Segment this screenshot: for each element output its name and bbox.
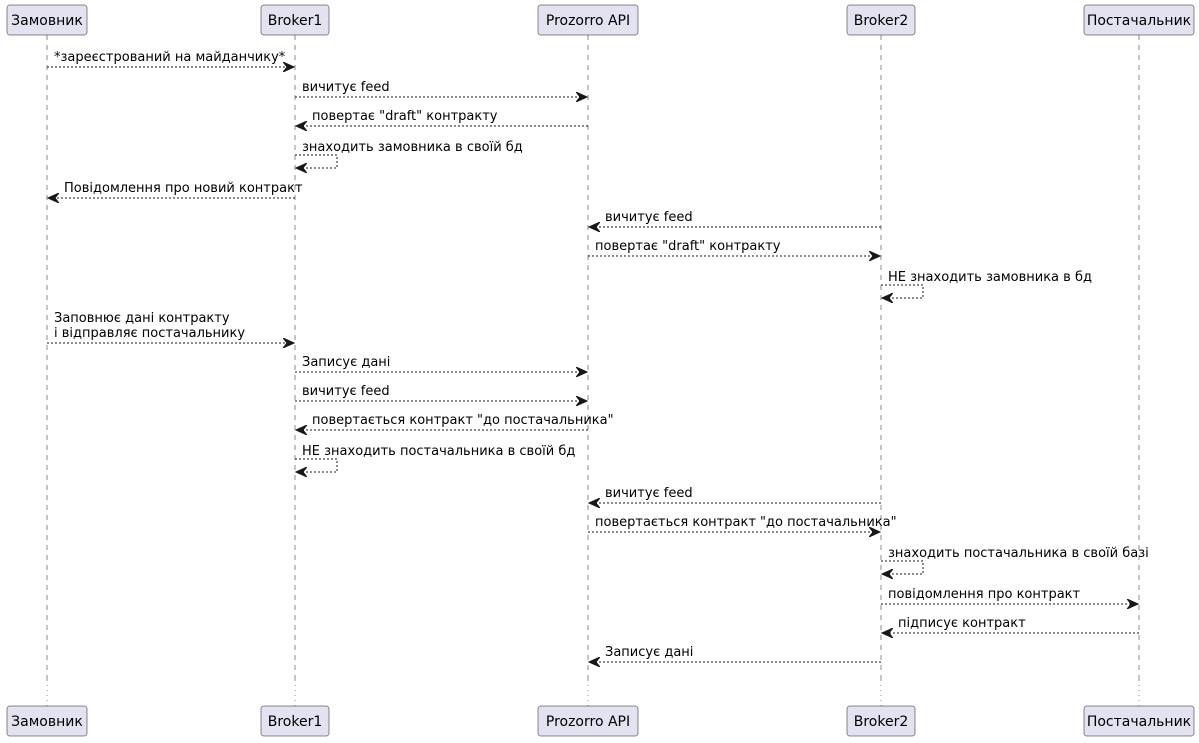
participant-postachalnyk-top: Постачальник <box>1083 4 1195 36</box>
message-3: повертає "draft" контракту <box>296 109 588 126</box>
message-4: знаходить замовника в своїй бд <box>295 140 523 168</box>
participant-box <box>260 705 330 737</box>
message-8: НЕ знаходить замовника в бд <box>881 270 1092 298</box>
participant-box <box>537 4 639 36</box>
message-label: НЕ знаходить замовника в бд <box>888 270 1092 285</box>
participant-label: Broker2 <box>854 13 909 29</box>
message-label: повідомлення про контракт <box>888 587 1081 602</box>
participant-box <box>1083 4 1195 36</box>
message-label: повертає "draft" контракту <box>595 239 781 254</box>
participant-label: Broker1 <box>268 714 323 730</box>
message-5: Повідомлення про новий контракт <box>48 181 303 198</box>
message-12: повертається контракт "до постачальника" <box>296 413 614 430</box>
message-16: знаходить постачальника в своїй базі <box>881 546 1149 574</box>
message-label: вичитує feed <box>605 486 693 501</box>
participant-broker1-top: Broker1 <box>260 4 330 36</box>
participant-label: Prozorro API <box>546 714 630 730</box>
participant-box <box>6 705 88 737</box>
message-17: повідомлення про контракт <box>881 587 1138 604</box>
participant-box <box>846 4 916 36</box>
participant-box <box>260 4 330 36</box>
participant-broker2-top: Broker2 <box>846 4 916 36</box>
message-label: знаходить замовника в своїй бд <box>302 140 523 155</box>
message-label: Записує дані <box>605 645 693 660</box>
participant-zamovnyk-top: Замовник <box>6 4 88 36</box>
participant-label: Постачальник <box>1087 714 1191 730</box>
participant-zamovnyk-bottom: Замовник <box>6 705 88 737</box>
participant-box <box>1083 705 1195 737</box>
message-7: повертає "draft" контракту <box>588 239 880 256</box>
participant-label: Замовник <box>11 13 83 29</box>
message-label: повертається контракт "до постачальника" <box>312 413 614 428</box>
message-10: Записує дані <box>295 355 587 372</box>
participant-box <box>537 705 639 737</box>
message-label: вичитує feed <box>302 384 390 399</box>
participant-label: Broker1 <box>268 13 323 29</box>
participant-box <box>6 4 88 36</box>
message-label: повертає "draft" контракту <box>312 109 498 124</box>
message-arrow <box>295 154 338 168</box>
message-18: підписує контракт <box>882 616 1139 633</box>
message-label: знаходить постачальника в своїй базі <box>888 546 1149 561</box>
message-arrow <box>295 458 338 472</box>
message-label: НЕ знаходить постачальника в своїй бд <box>302 444 575 459</box>
message-label: повертається контракт "до постачальника" <box>595 515 897 530</box>
message-label: *зареєстрований на майданчику* <box>54 50 286 65</box>
participant-postachalnyk-bottom: Постачальник <box>1083 705 1195 737</box>
lifelines <box>46 35 1140 706</box>
participant-label: Замовник <box>11 714 83 730</box>
message-label: підписує контракт <box>898 616 1026 631</box>
message-arrow <box>881 284 924 298</box>
message-label: вичитує feed <box>302 80 390 95</box>
message-arrow <box>881 560 924 574</box>
messages: *зареєстрований на майданчику* вичитує fe… <box>47 50 1149 662</box>
message-19: Записує дані <box>589 645 881 662</box>
participants-bottom: Замовник Broker1 Prozorro API Broker2 Постач… <box>6 705 1195 737</box>
participant-label: Prozorro API <box>546 13 630 29</box>
message-label: Записує дані <box>302 355 390 370</box>
message-1: *зареєстрований на майданчику* <box>47 50 294 67</box>
message-label: вичитує feed <box>605 210 693 225</box>
participant-api-bottom: Prozorro API <box>537 705 639 737</box>
message-label: і відправляє постачальнику <box>54 326 245 341</box>
message-15: повертається контракт "до постачальника" <box>588 515 897 532</box>
message-14: вичитує feed <box>589 486 881 503</box>
message-6: вичитує feed <box>589 210 881 227</box>
message-2: вичитує feed <box>295 80 587 97</box>
message-13: НЕ знаходить постачальника в своїй бд <box>295 444 575 472</box>
message-label: Повідомлення про новий контракт <box>64 181 303 196</box>
participant-box <box>846 705 916 737</box>
message-11: вичитує feed <box>295 384 587 401</box>
participant-api-top: Prozorro API <box>537 4 639 36</box>
participant-broker1-bottom: Broker1 <box>260 705 330 737</box>
participants-top: Замовник Broker1 Prozorro API Broker2 Постач… <box>6 4 1195 36</box>
participant-broker2-bottom: Broker2 <box>846 705 916 737</box>
participant-label: Broker2 <box>854 714 909 730</box>
participant-label: Постачальник <box>1087 13 1191 29</box>
message-label: Заповнює дані контракту <box>54 311 230 326</box>
